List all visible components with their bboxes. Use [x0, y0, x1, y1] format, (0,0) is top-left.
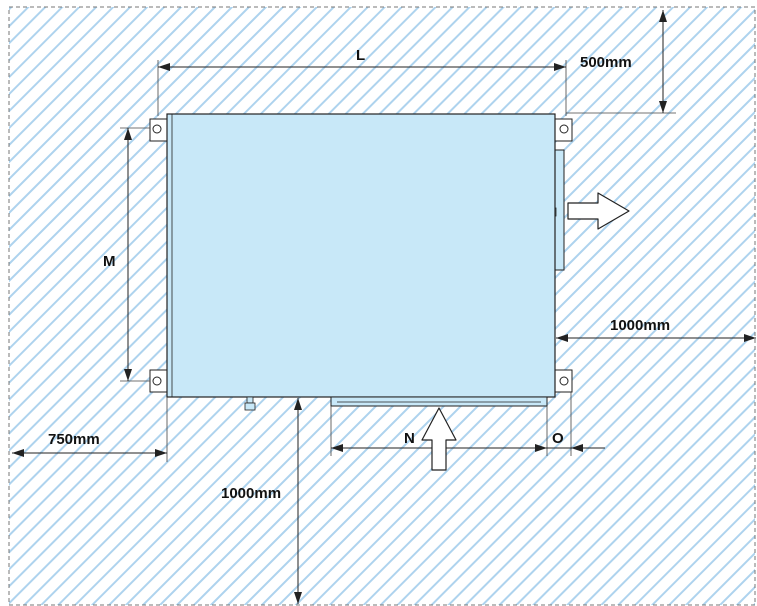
dimension-label-n: N: [404, 430, 415, 447]
clearance-label-bottom: 1000mm: [221, 485, 281, 502]
clearance-label-top: 500mm: [580, 54, 632, 71]
dimension-label-m: M: [103, 253, 116, 270]
mounting-bracket-top-right: [554, 118, 573, 142]
air-inlet-grille: [330, 396, 548, 407]
dimension-label-o: O: [552, 430, 564, 447]
arrow-right-icon: [567, 192, 630, 230]
clearance-label-left: 750mm: [48, 431, 100, 448]
clearance-label-right: 1000mm: [610, 317, 670, 334]
drain-pipe: [244, 396, 256, 411]
dimension-label-l: L: [356, 47, 365, 64]
mounting-bracket-bottom-right: [554, 369, 573, 393]
mounting-bracket-top-left: [149, 118, 168, 142]
arrow-up-icon: [421, 407, 457, 471]
unit-body: [166, 113, 556, 398]
mounting-bracket-bottom-left: [149, 369, 168, 393]
